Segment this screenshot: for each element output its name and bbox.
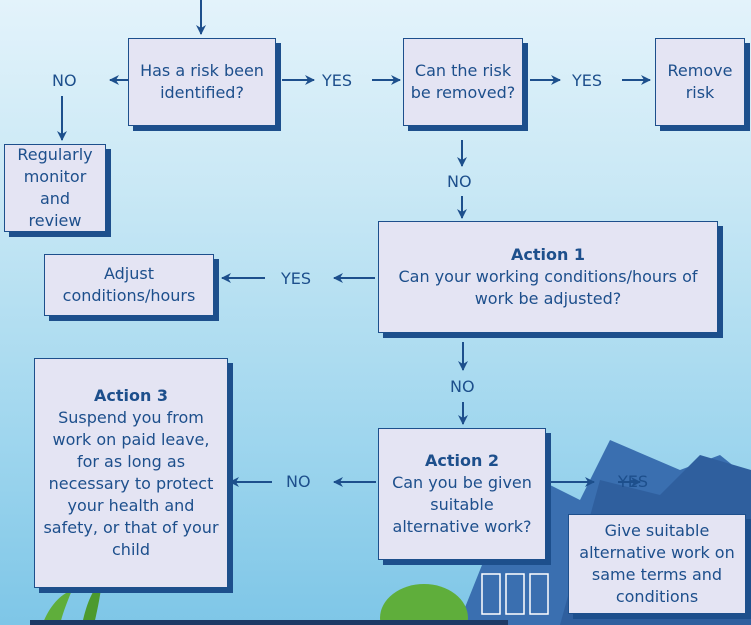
node-text: Give suitable alternative work on same t… (579, 521, 735, 606)
node-text: Regularly monitor and review (17, 145, 93, 230)
node-text: Has a risk been identified? (140, 61, 264, 102)
node-action-1: Action 1 Can your working conditions/hou… (378, 221, 718, 333)
edge-label-yes: YES (572, 71, 603, 90)
building-window (481, 573, 501, 615)
node-text: Remove risk (667, 61, 733, 102)
node-monitor-review: Regularly monitor and review (4, 144, 106, 232)
node-text: Can you be given suitable alternative wo… (392, 473, 532, 536)
node-risk-identified: Has a risk been identified? (128, 38, 276, 126)
node-title: Action 3 (93, 386, 169, 405)
leaf-shape (42, 590, 72, 625)
edge-label-yes: YES (281, 269, 312, 288)
edge-label-no: NO (286, 472, 311, 491)
node-action-2: Action 2 Can you be given suitable alter… (378, 428, 546, 560)
edge-label-yes: YES (322, 71, 353, 90)
node-title: Action 1 (510, 245, 586, 264)
leaf-shape (82, 580, 102, 625)
node-text: Can your working conditions/hours of wor… (398, 267, 698, 308)
building-window (529, 573, 549, 615)
node-action-3: Action 3 Suspend you from work on paid l… (34, 358, 228, 588)
node-give-alternative-work: Give suitable alternative work on same t… (568, 514, 746, 614)
node-title: Action 2 (424, 451, 500, 470)
node-remove-risk: Remove risk (655, 38, 745, 126)
edge-label-no: NO (450, 377, 475, 396)
node-text: Adjust conditions/hours (62, 264, 196, 305)
node-text: Can the risk be removed? (410, 61, 516, 102)
building-window (505, 573, 525, 615)
edge-label-no: NO (52, 71, 77, 90)
tree-shape (380, 584, 468, 625)
edge-label-yes: YES (618, 472, 649, 491)
edge-label-no: NO (447, 172, 472, 191)
node-risk-removed: Can the risk be removed? (403, 38, 523, 126)
node-text: Suspend you from work on paid leave, for… (43, 408, 219, 559)
ground-bar (30, 620, 508, 625)
node-adjust-conditions: Adjust conditions/hours (44, 254, 214, 316)
